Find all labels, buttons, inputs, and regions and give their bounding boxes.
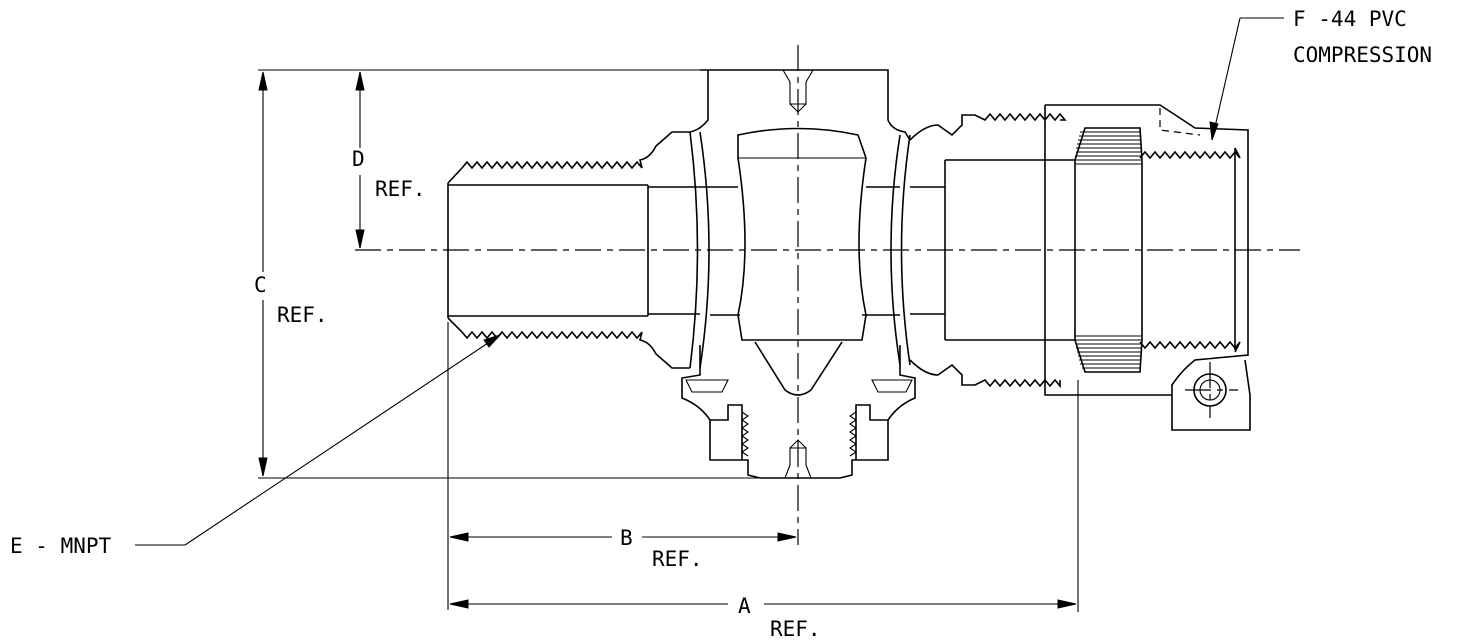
d-letter: D: [352, 147, 365, 171]
f-callout-line1: F -44 PVC: [1293, 7, 1407, 31]
e-callout: E - MNPT: [10, 534, 112, 558]
ball-chamber: [737, 127, 867, 341]
c-ref: REF.: [277, 303, 328, 327]
a-ref: REF.: [770, 617, 821, 641]
b-ref: REF.: [652, 547, 703, 571]
top-thread: [447, 131, 690, 184]
b-letter: B: [620, 526, 633, 550]
knurl-bottom: [1075, 335, 1141, 369]
a-letter: A: [738, 594, 751, 618]
compression-side: [909, 104, 1251, 431]
knurl-top: [1075, 131, 1141, 165]
leader-f: [1209, 17, 1284, 141]
c-letter: C: [254, 273, 267, 297]
bottom-thread: [447, 317, 690, 369]
leader-e: [135, 333, 502, 546]
dimension-a: [449, 380, 1079, 612]
left-mnpt-nipple: [447, 131, 700, 369]
d-ref: REF.: [375, 177, 426, 201]
dimension-d: [345, 69, 700, 249]
center-lines: [355, 45, 1300, 545]
gland-ring: [1074, 127, 1143, 373]
dimension-c: [258, 69, 760, 479]
valve-body: [681, 69, 945, 479]
f-callout-line2: COMPRESSION: [1293, 43, 1432, 67]
dimension-b: [447, 322, 797, 610]
set-screw-symbol: [1185, 362, 1238, 418]
